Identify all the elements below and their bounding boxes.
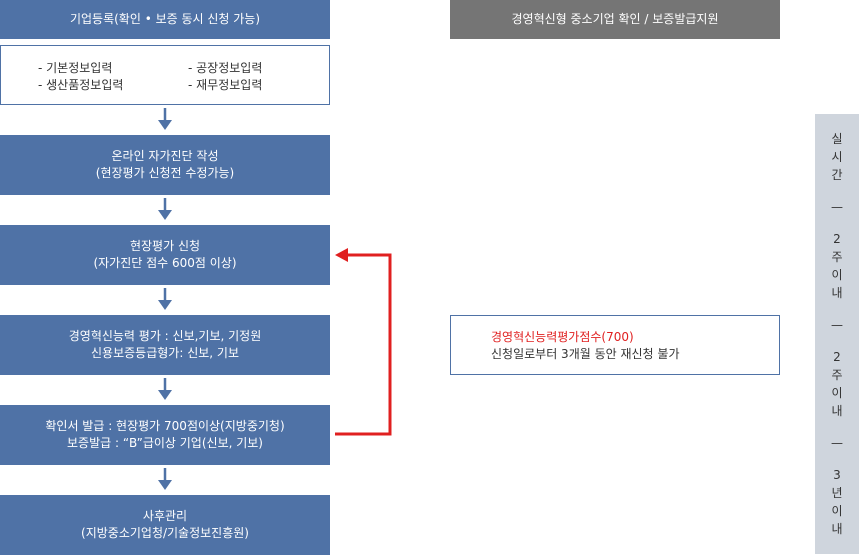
feedback-arrow-icon bbox=[335, 248, 392, 436]
timeline-char: 실 bbox=[831, 132, 843, 146]
info-input-list: - 기본정보입력 - 공장정보입력 - 생산품정보입력 - 재무정보입력 bbox=[38, 60, 338, 93]
timeline-char: 주 bbox=[831, 250, 843, 264]
header-register-text: 기업등록(확인 • 보증 동시 신청 가능) bbox=[69, 12, 261, 26]
info-item-product: - 생산품정보입력 bbox=[38, 78, 124, 92]
down-arrow-icon bbox=[158, 108, 172, 130]
step-self-diagnosis-title: 온라인 자가진단 작성 bbox=[111, 149, 219, 163]
note-reapply: 신청일로부터 3개월 동안 재신청 불가 bbox=[491, 347, 680, 361]
header-register: 기업등록(확인 • 보증 동시 신청 가능) bbox=[0, 0, 330, 39]
timeline-char: 이 bbox=[831, 386, 843, 400]
step-field-evaluation-sub: (자가진단 점수 600점 이상) bbox=[93, 256, 237, 270]
header-support: 경영혁신형 중소기업 확인 / 보증발급지원 bbox=[450, 0, 780, 39]
note-score: 경영혁신능력평가점수(700) bbox=[491, 330, 634, 344]
timeline-char: 3 bbox=[833, 468, 841, 482]
step-certificate-issue: 확인서 발급 : 현장평가 700점이상(지방중기청) 보증발급 : “B”급이… bbox=[0, 405, 330, 465]
header-support-text: 경영혁신형 중소기업 확인 / 보증발급지원 bbox=[511, 12, 719, 26]
down-arrow-icon bbox=[158, 198, 172, 220]
step-innovation-evaluation-title: 경영혁신능력 평가 : 신보,기보, 기정원 bbox=[68, 329, 262, 343]
info-item-factory: - 공장정보입력 bbox=[188, 61, 263, 75]
timeline-char: 내 bbox=[831, 286, 843, 300]
timeline-divider: — bbox=[831, 200, 843, 214]
timeline-char: 년 bbox=[831, 486, 843, 500]
step-innovation-evaluation-sub: 신용보증등급형가: 신보, 기보 bbox=[91, 346, 239, 360]
timeline-sidebar: 실 시 간 — 2 주 이 내 — 2 주 이 내 — 3 년 이 내 bbox=[815, 114, 859, 554]
step-field-evaluation: 현장평가 신청 (자가진단 점수 600점 이상) bbox=[0, 225, 330, 285]
timeline-char: 주 bbox=[831, 368, 843, 382]
step-follow-up: 사후관리 (지방중소기업청/기술정보진흥원) bbox=[0, 495, 330, 555]
timeline-char: 간 bbox=[831, 168, 843, 182]
timeline-char: 2 bbox=[833, 232, 841, 246]
timeline-char: 내 bbox=[831, 522, 843, 536]
info-item-finance: - 재무정보입력 bbox=[188, 78, 263, 92]
timeline-char: 2 bbox=[833, 350, 841, 364]
step-self-diagnosis: 온라인 자가진단 작성 (현장평가 신청전 수정가능) bbox=[0, 135, 330, 195]
timeline-char: 시 bbox=[831, 150, 843, 164]
step-certificate-issue-title: 확인서 발급 : 현장평가 700점이상(지방중기청) bbox=[45, 419, 285, 433]
step-innovation-evaluation: 경영혁신능력 평가 : 신보,기보, 기정원 신용보증등급형가: 신보, 기보 bbox=[0, 315, 330, 375]
info-item-basic: - 기본정보입력 bbox=[38, 61, 113, 75]
timeline-char: 내 bbox=[831, 404, 843, 418]
info-input-box: - 기본정보입력 - 공장정보입력 - 생산품정보입력 - 재무정보입력 bbox=[0, 45, 330, 105]
step-follow-up-sub: (지방중소기업청/기술정보진흥원) bbox=[81, 526, 249, 540]
step-field-evaluation-title: 현장평가 신청 bbox=[129, 239, 201, 253]
down-arrow-icon bbox=[158, 378, 172, 400]
timeline-char: 이 bbox=[831, 268, 843, 282]
timeline-char: 이 bbox=[831, 504, 843, 518]
step-self-diagnosis-sub: (현장평가 신청전 수정가능) bbox=[95, 166, 235, 180]
down-arrow-icon bbox=[158, 468, 172, 490]
step-certificate-issue-sub: 보증발급 : “B”급이상 기업(신보, 기보) bbox=[66, 436, 263, 450]
down-arrow-icon bbox=[158, 288, 172, 310]
reapply-note: 경영혁신능력평가점수(700) 신청일로부터 3개월 동안 재신청 불가 bbox=[450, 315, 780, 375]
timeline-divider: — bbox=[831, 318, 843, 332]
timeline-divider: — bbox=[831, 436, 843, 450]
step-follow-up-title: 사후관리 bbox=[142, 509, 188, 523]
